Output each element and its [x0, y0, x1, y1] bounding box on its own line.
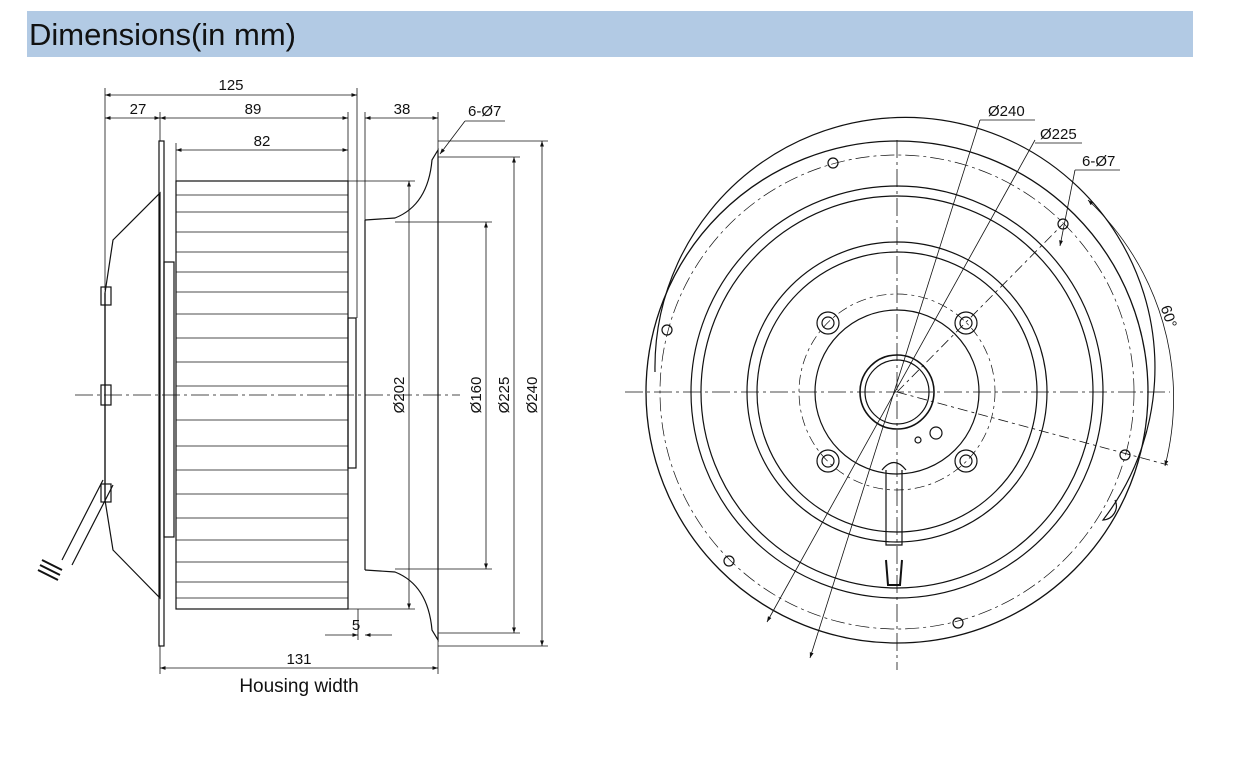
inlet-ring [364, 147, 439, 643]
ground-screw [929, 426, 943, 440]
dim-131: 131 [286, 651, 311, 668]
dim-27: 27 [130, 101, 147, 118]
cable-gland [881, 461, 907, 471]
hub-bolt-bl [816, 449, 840, 473]
front-dim-d225: Ø225 [1040, 126, 1077, 143]
front-view [625, 116, 1174, 670]
bolt-bottom [100, 483, 112, 503]
flange-hole-6 [661, 324, 673, 336]
dim-d202: Ø202 [391, 377, 408, 414]
hub-bolt-tr [954, 311, 978, 335]
bolt-top [100, 286, 112, 306]
front-dim-d240: Ø240 [988, 103, 1025, 120]
dim-d225: Ø225 [496, 377, 513, 414]
section-header: Dimensions(in mm) [27, 11, 1193, 57]
impeller-blades [176, 194, 348, 599]
dim-side-holes: 6-Ø7 [468, 103, 501, 120]
section-title: Dimensions(in mm) [29, 17, 296, 52]
leader-d240 [809, 119, 981, 659]
dim-82: 82 [254, 133, 271, 150]
cable-wires [37, 559, 63, 581]
front-dim-angle: 60° [1157, 303, 1180, 330]
ray-60b [896, 391, 1169, 466]
shaft-outer [859, 354, 935, 430]
ray-60a [896, 223, 1064, 393]
front-dimension-lines [766, 119, 1174, 659]
outer-flange [654, 116, 1156, 521]
hub-circle [814, 309, 980, 475]
hub-flange [163, 261, 175, 538]
bolt-mid [100, 384, 112, 406]
dim-5: 5 [352, 617, 360, 634]
hub-bolt-circle [798, 293, 996, 491]
dim-d160: Ø160 [468, 377, 485, 414]
cable [61, 479, 114, 566]
leader-d225 [766, 139, 1036, 623]
housing-width-caption: Housing width [239, 676, 358, 697]
side-dimension-lines [104, 88, 548, 674]
flange-hole-4 [952, 617, 964, 629]
front-cable [885, 470, 903, 546]
dim-125: 125 [218, 77, 243, 94]
angle-arc [1087, 199, 1174, 467]
small-hole [914, 436, 922, 444]
motor-body [104, 191, 161, 600]
impeller-circle [746, 241, 1048, 543]
flange-hole-1 [827, 157, 839, 169]
side-view [37, 88, 548, 674]
hub-bolt-tl [816, 311, 840, 335]
shaft-inner [864, 359, 930, 425]
inner-ring [347, 317, 357, 469]
front-cable-wires [885, 559, 903, 586]
flange-hole-5 [723, 555, 735, 567]
backplate-circle [756, 251, 1038, 533]
hub-bolt-br [954, 449, 978, 473]
flange-hole-3 [1119, 449, 1131, 461]
dim-89: 89 [245, 101, 262, 118]
front-dim-holes: 6-Ø7 [1082, 153, 1115, 170]
dim-d240: Ø240 [524, 377, 541, 414]
dim-38: 38 [394, 101, 411, 118]
